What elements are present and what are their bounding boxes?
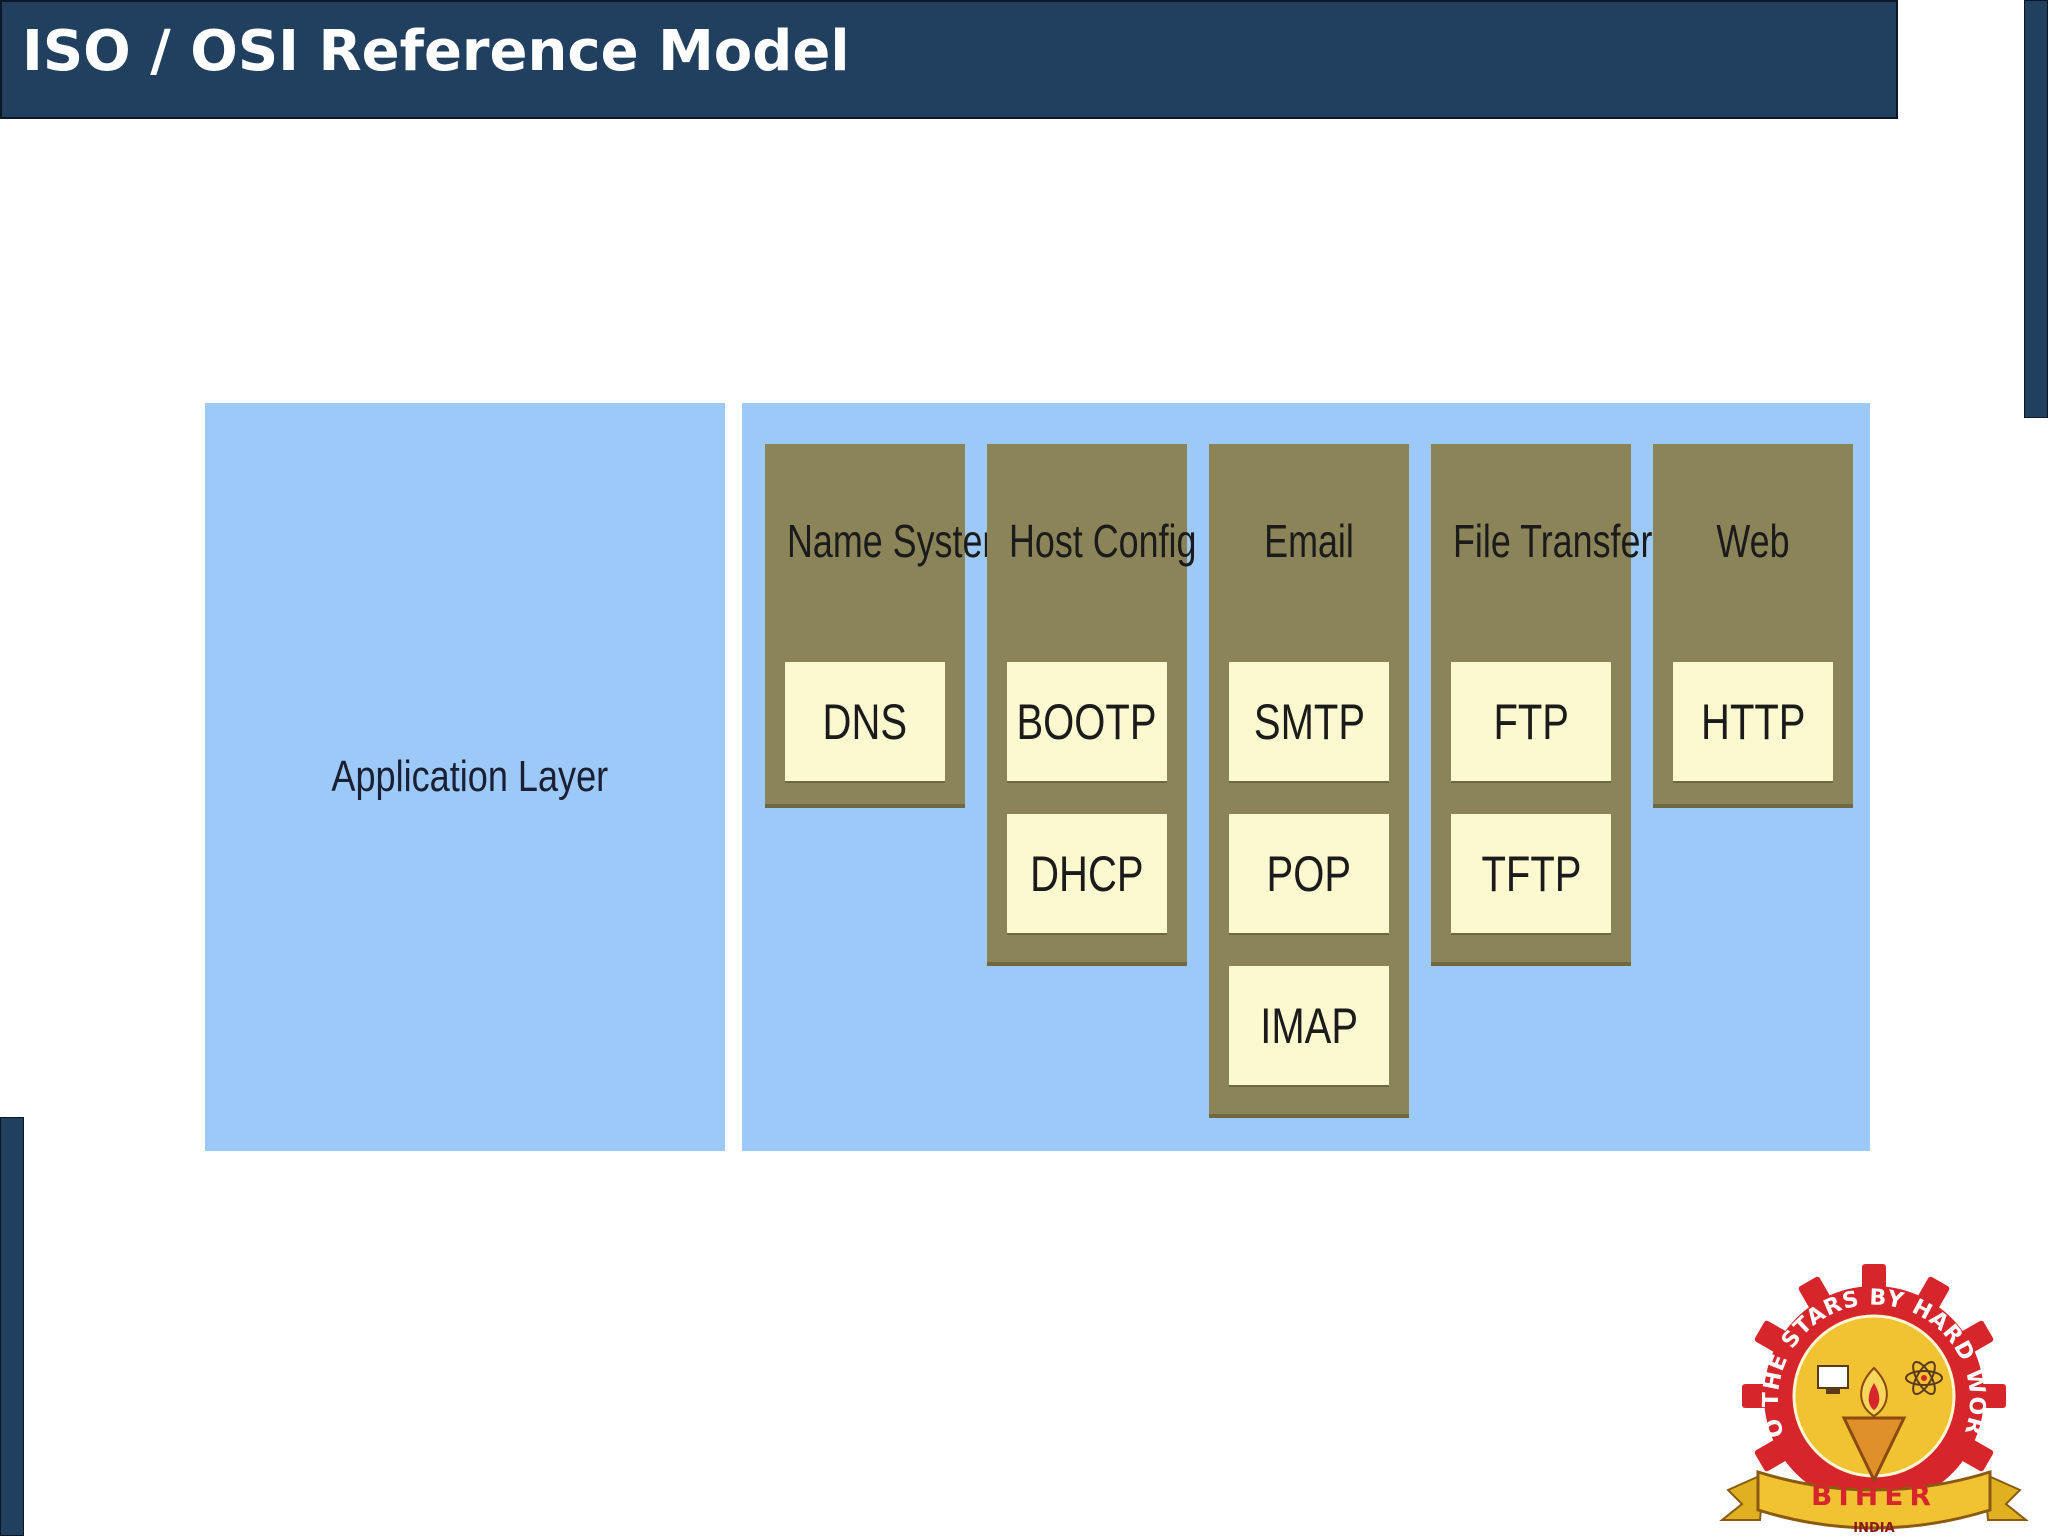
- protocol-label: DNS: [822, 693, 908, 750]
- protocol-box-dhcp: DHCP: [1007, 814, 1167, 933]
- page-title: ISO / OSI Reference Model: [22, 19, 850, 84]
- gear-icon: [1742, 1264, 2006, 1506]
- column-email: Email SMTP POP IMAP: [1209, 444, 1409, 1118]
- protocol-label: FTP: [1493, 693, 1569, 750]
- protocol-box-smtp: SMTP: [1229, 662, 1389, 781]
- protocol-box-tftp: TFTP: [1451, 814, 1611, 933]
- column-name-system: Name System DNS: [765, 444, 1013, 808]
- layer-panel: Application Layer: [205, 403, 725, 1151]
- biher-logo: TO THE STARS BY HARD WORK BIHER INDIA: [1714, 1258, 2029, 1536]
- protocol-label: BOOTP: [1016, 693, 1158, 750]
- column-title: File Transfer: [1453, 515, 1653, 567]
- banner-ribbon: [1719, 1469, 2029, 1530]
- atom-icon: [1905, 1361, 1943, 1395]
- layer-label: Application Layer: [331, 752, 609, 801]
- protocol-label: DHCP: [1030, 845, 1144, 902]
- protocol-box-pop: POP: [1229, 814, 1389, 933]
- logo-banner-text: BIHER: [1811, 1479, 1937, 1512]
- protocol-box-bootp: BOOTP: [1007, 662, 1167, 781]
- protocol-label: POP: [1266, 845, 1352, 902]
- column-title: Name System: [787, 515, 1013, 567]
- column-title: Email: [1264, 515, 1354, 567]
- protocol-box-ftp: FTP: [1451, 662, 1611, 781]
- column-title: Web: [1716, 515, 1790, 567]
- protocol-box-imap: IMAP: [1229, 966, 1389, 1085]
- title-bar: ISO / OSI Reference Model: [0, 0, 1898, 119]
- protocol-label: TFTP: [1480, 845, 1581, 902]
- computer-icon: [1817, 1365, 1849, 1394]
- column-host-config: Host Config BOOTP DHCP: [987, 444, 1197, 966]
- protocol-label: IMAP: [1260, 997, 1358, 1054]
- accent-bar-left: [0, 1117, 24, 1536]
- protocol-box-dns: DNS: [785, 662, 945, 781]
- osi-diagram: Application Layer Name System DNS Host C…: [205, 403, 1870, 1151]
- column-file-transfer: File Transfer FTP TFTP: [1431, 444, 1653, 966]
- column-title: Host Config: [1009, 515, 1197, 567]
- protocol-box-http: HTTP: [1673, 662, 1833, 781]
- protocol-panel: Name System DNS Host Config BOOTP DHCP E…: [742, 403, 1870, 1151]
- column-web: Web HTTP: [1653, 444, 1853, 808]
- protocol-label: HTTP: [1700, 693, 1806, 750]
- accent-bar-right: [2024, 0, 2048, 418]
- logo-sub-text: INDIA: [1853, 1521, 1894, 1536]
- protocol-label: SMTP: [1253, 693, 1365, 750]
- torch-icon: [1841, 1366, 1907, 1484]
